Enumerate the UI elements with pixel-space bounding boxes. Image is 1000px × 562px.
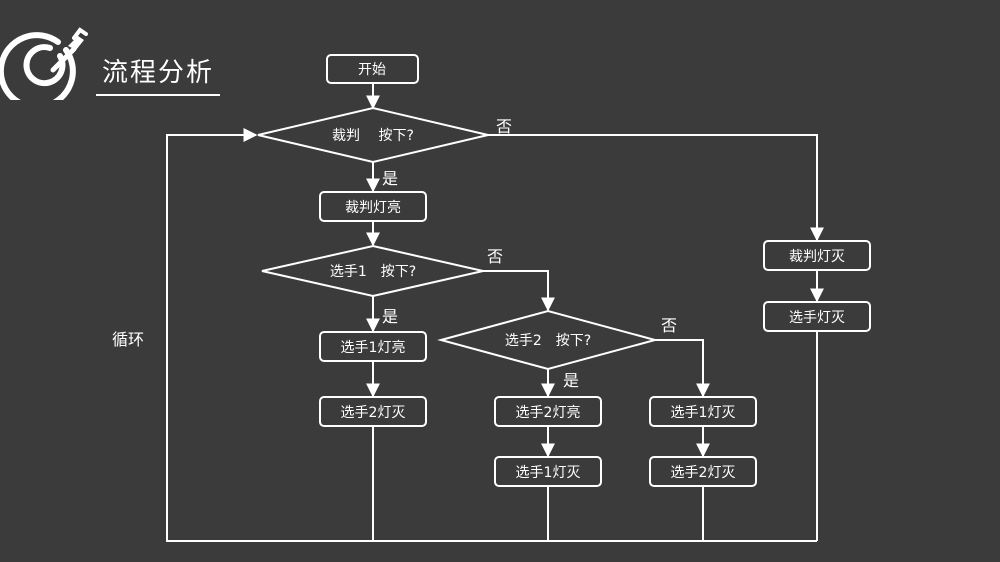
node-p2-light-on (494, 396, 602, 427)
header: 流程分析 (0, 0, 240, 100)
node-p1-light-on (319, 331, 427, 362)
edge-judge-no (488, 134, 824, 242)
node-start (326, 54, 419, 84)
edge-loop (166, 128, 817, 542)
node-p2-light-off-a (319, 396, 427, 427)
edge-label-p1-yes: 是 (382, 307, 398, 326)
node-p1-decision (261, 244, 484, 298)
node-p2-light-off-a-label: 选手2灯灭 (341, 405, 406, 421)
edge-label-judge-yes: 是 (382, 169, 398, 188)
node-p2-light-off-b (649, 456, 757, 487)
node-p1-light-on-label: 选手1灯亮 (341, 339, 406, 356)
node-judge-decision-label: 裁判 按下? (332, 128, 414, 144)
node-p1-light-off-b-label: 选手1灯灭 (671, 405, 736, 421)
node-p1-decision-label: 选手1 按下? (330, 264, 416, 280)
node-judge-light-off (763, 240, 871, 271)
node-p2-light-off-b-label: 选手2灯灭 (671, 465, 736, 481)
node-judge-decision (257, 106, 489, 164)
edge-p1-no (483, 270, 555, 312)
page-title: 流程分析 (102, 58, 215, 88)
node-judge-light-on-label: 裁判灯亮 (345, 199, 401, 216)
edge-p2-no (655, 339, 710, 398)
edge-label-judge-no: 否 (496, 117, 512, 136)
edge-label-p2-yes: 是 (563, 371, 579, 390)
node-p1-light-off-a (494, 456, 602, 487)
node-p1-light-off-b (649, 396, 757, 427)
edge-label-p1-no: 否 (487, 247, 503, 266)
node-p2-light-on-label: 选手2灯亮 (516, 404, 581, 421)
edge-label-loop: 循环 (112, 330, 144, 349)
node-p2-decision (437, 309, 659, 371)
edge-label-p2-no: 否 (661, 316, 677, 335)
node-players-light-off (763, 301, 871, 332)
node-p2-decision-label: 选手2 按下? (505, 333, 591, 349)
node-p1-light-off-a-label: 选手1灯灭 (516, 465, 581, 481)
node-judge-light-off-label: 裁判灯灭 (789, 249, 845, 265)
title-underline (96, 94, 220, 96)
node-start-label: 开始 (358, 62, 386, 78)
node-judge-light-on (319, 191, 427, 222)
target-arrow-icon (0, 27, 88, 100)
node-players-light-off-label: 选手灯灭 (789, 310, 845, 326)
